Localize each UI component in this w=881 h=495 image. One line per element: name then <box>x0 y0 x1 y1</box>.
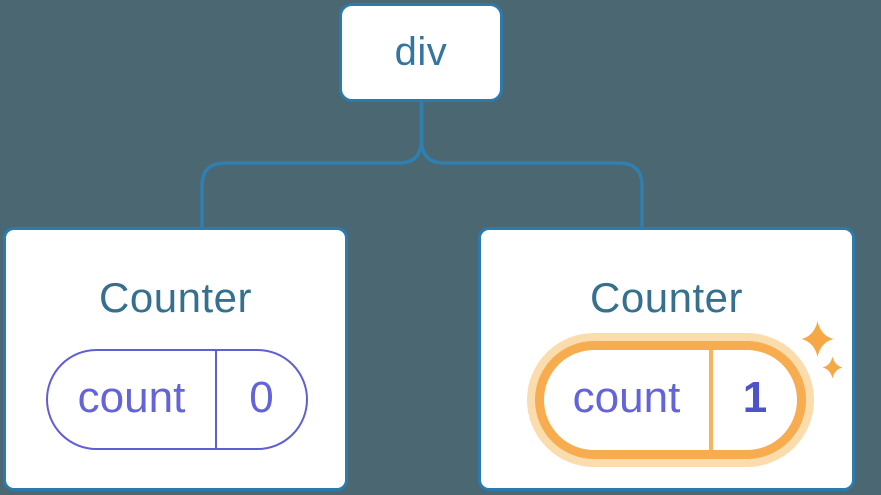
counter-left-title: Counter <box>99 274 252 321</box>
root-node-div: div <box>339 3 503 102</box>
counter-card-right: Counter count 1 <box>478 227 855 491</box>
counter-right-title: Counter <box>590 274 743 321</box>
root-node-label: div <box>394 30 448 74</box>
state-value-right: 1 <box>742 373 768 422</box>
connector-left-branch <box>200 101 424 228</box>
state-key-right: count <box>572 373 681 422</box>
state-pill-left: count 0 <box>46 349 308 450</box>
state-pill-divider-right <box>709 350 713 450</box>
counter-card-left: Counter count 0 <box>3 227 348 491</box>
state-key-left: count <box>77 372 186 422</box>
state-pill-right-highlighted: count 1 <box>544 350 797 450</box>
state-pill-divider-left <box>215 351 217 448</box>
connector-right-branch <box>419 101 644 228</box>
state-value-left: 0 <box>249 372 274 422</box>
